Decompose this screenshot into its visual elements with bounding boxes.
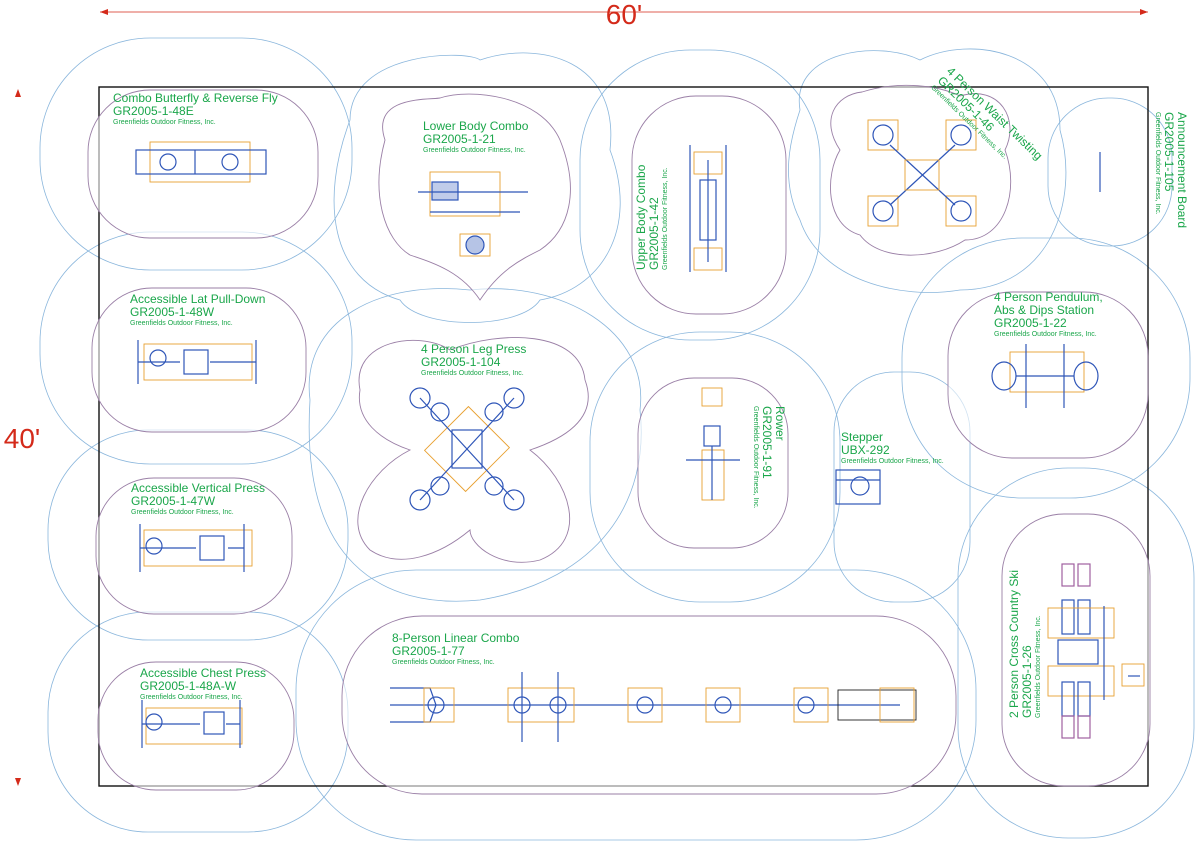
pad-lat-pulldown — [91, 287, 307, 433]
label-butterfly-code: GR2005-1-48E — [113, 104, 194, 118]
equipment-lower-body — [418, 171, 528, 257]
label-chest-press-maker: Greenfields Outdoor Fitness, Inc. — [140, 694, 243, 701]
width-dimension-label: 60' — [606, 0, 643, 30]
height-arrow-top — [15, 89, 21, 97]
label-lat-pulldown-code: GR2005-1-48W — [130, 305, 215, 319]
label-butterfly-maker: Greenfields Outdoor Fitness, Inc. — [113, 119, 216, 126]
equipment-pads — [87, 84, 1151, 795]
equipment-pendulum — [991, 344, 1099, 408]
equipment-linear-combo — [390, 672, 917, 742]
label-rower: Rower GR2005-1-91 Greenfields Outdoor Fi… — [752, 406, 787, 509]
label-upper-body-name: Upper Body Combo — [634, 164, 648, 270]
label-announcement-maker: Greenfields Outdoor Fitness, Inc. — [1154, 112, 1161, 215]
equipment-leg-press — [409, 387, 525, 511]
label-rower-maker: Greenfields Outdoor Fitness, Inc. — [752, 406, 759, 509]
pad-butterfly — [87, 89, 319, 239]
pad-vertical-press — [95, 477, 293, 615]
label-lat-pulldown-maker: Greenfields Outdoor Fitness, Inc. — [130, 320, 233, 327]
zone-upper-body — [579, 49, 821, 341]
label-vertical-press-code: GR2005-1-47W — [131, 494, 216, 508]
label-rower-name: Rower — [773, 406, 787, 441]
zone-lower-body — [333, 52, 621, 323]
zone-announcement — [1047, 97, 1173, 247]
equipment-vertical-press — [139, 524, 253, 572]
width-arrow-left — [100, 9, 108, 15]
label-announcement-name: Announcement Board — [1175, 112, 1189, 228]
safety-zones — [39, 37, 1195, 841]
label-upper-body-maker: Greenfields Outdoor Fitness, Inc. — [662, 167, 669, 270]
zone-linear-combo — [295, 569, 977, 841]
equipment-drawings — [135, 119, 1145, 748]
label-linear-combo-code: GR2005-1-77 — [392, 644, 465, 658]
label-cross-country-maker: Greenfields Outdoor Fitness, Inc. — [1035, 615, 1042, 718]
equipment-butterfly — [135, 141, 267, 183]
label-butterfly-name: Combo Butterfly & Reverse Fly — [113, 91, 278, 105]
pad-upper-body — [631, 95, 787, 315]
equipment-lat-pulldown — [137, 340, 257, 384]
height-arrow-bottom — [15, 778, 21, 786]
label-stepper-code: UBX-292 — [841, 443, 890, 457]
pad-lower-body — [378, 93, 571, 301]
label-pendulum-maker: Greenfields Outdoor Fitness, Inc. — [994, 331, 1097, 338]
label-stepper-name: Stepper — [841, 430, 883, 444]
label-cross-country: 2 Person Cross Country Ski GR2005-1-26 G… — [1007, 570, 1042, 718]
dimension-markers: 60' 40' — [4, 0, 1148, 786]
label-leg-press-code: GR2005-1-104 — [421, 355, 501, 369]
label-pendulum-code: GR2005-1-22 — [994, 316, 1067, 330]
zone-butterfly — [39, 37, 353, 271]
label-rower-code: GR2005-1-91 — [760, 406, 774, 479]
zone-rower — [589, 331, 841, 603]
label-leg-press-maker: Greenfields Outdoor Fitness, Inc. — [421, 370, 524, 377]
label-announcement-code: GR2005-1-105 — [1162, 112, 1176, 192]
pad-chest-press — [97, 661, 295, 791]
label-vertical-press-maker: Greenfields Outdoor Fitness, Inc. — [131, 509, 234, 516]
label-chest-press-code: GR2005-1-48A-W — [140, 679, 237, 693]
equipment-rower — [686, 387, 740, 501]
label-stepper-maker: Greenfields Outdoor Fitness, Inc. — [841, 458, 944, 465]
pad-cross-country — [1001, 513, 1151, 787]
width-arrow-right — [1140, 9, 1148, 15]
label-upper-body: Upper Body Combo GR2005-1-42 Greenfields… — [634, 164, 669, 270]
label-lower-body-maker: Greenfields Outdoor Fitness, Inc. — [423, 147, 526, 154]
equipment-cross-country — [1047, 563, 1145, 739]
zone-waist-twist — [788, 48, 1067, 293]
equipment-chest-press — [141, 700, 243, 748]
pad-leg-press — [357, 337, 589, 563]
label-leg-press-name: 4 Person Leg Press — [421, 342, 526, 356]
zone-cross-country — [957, 467, 1195, 839]
label-upper-body-code: GR2005-1-42 — [647, 197, 661, 270]
label-linear-combo-name: 8-Person Linear Combo — [392, 631, 520, 645]
label-vertical-press-name: Accessible Vertical Press — [131, 481, 265, 495]
label-lower-body-code: GR2005-1-21 — [423, 132, 496, 146]
pad-pendulum — [947, 291, 1149, 459]
equipment-stepper — [835, 469, 881, 505]
label-chest-press-name: Accessible Chest Press — [140, 666, 266, 680]
pad-rower — [637, 377, 789, 549]
label-lower-body-name: Lower Body Combo — [423, 119, 529, 133]
label-cross-country-name: 2 Person Cross Country Ski — [1007, 570, 1021, 718]
equipment-waist-twist — [867, 119, 977, 227]
height-dimension-label: 40' — [4, 423, 41, 454]
zone-pendulum — [901, 237, 1191, 499]
label-lat-pulldown-name: Accessible Lat Pull-Down — [130, 292, 265, 306]
label-announcement: Announcement Board GR2005-1-105 Greenfie… — [1154, 112, 1189, 228]
label-pendulum-name-1: 4 Person Pendulum, — [994, 290, 1103, 304]
equipment-upper-body — [689, 145, 727, 272]
label-cross-country-code: GR2005-1-26 — [1020, 645, 1034, 718]
label-pendulum-name-2: Abs & Dips Station — [994, 303, 1094, 317]
label-linear-combo-maker: Greenfields Outdoor Fitness, Inc. — [392, 659, 495, 666]
